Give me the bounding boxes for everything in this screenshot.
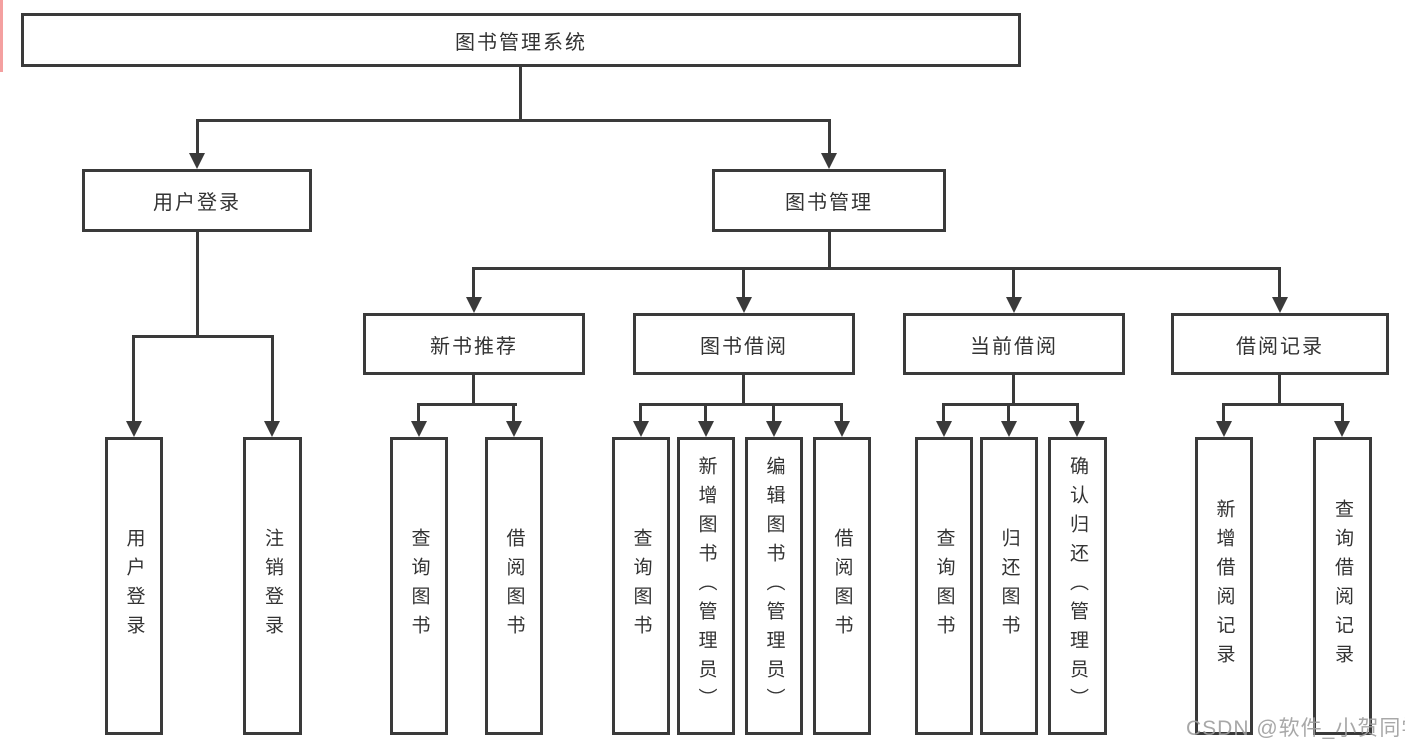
leaf-return-book: 归还图书 <box>980 437 1038 735</box>
connector-line <box>196 119 199 155</box>
connector-line <box>417 403 420 423</box>
leaf-edit-book-admin: 编辑图书（管理员） <box>745 437 803 735</box>
leaf-edit-book-admin-label: 编辑图书（管理员） <box>763 455 785 717</box>
arrowhead-down-icon <box>698 421 714 437</box>
connector-line <box>196 232 199 338</box>
arrowhead-down-icon <box>821 153 837 169</box>
connector-line <box>639 403 843 406</box>
connector-line <box>472 267 1281 270</box>
node-root: 图书管理系统 <box>21 13 1021 67</box>
leaf-query-book-2: 查询图书 <box>612 437 670 735</box>
node-book-borrow-label: 图书借阅 <box>700 335 788 358</box>
leaf-user-login: 用户登录 <box>105 437 163 735</box>
leaf-query-book-1-label: 查询图书 <box>408 528 430 644</box>
connector-line <box>942 403 945 423</box>
node-borrow-record: 借阅记录 <box>1171 313 1389 375</box>
arrowhead-down-icon <box>736 297 752 313</box>
connector-line <box>519 67 522 119</box>
leaf-query-book-3-label: 查询图书 <box>933 528 955 644</box>
leaf-confirm-return-admin-label: 确认归还（管理员） <box>1067 455 1088 717</box>
connector-line <box>132 335 135 423</box>
connector-line <box>639 403 642 423</box>
node-current-borrow: 当前借阅 <box>903 313 1125 375</box>
connector-line <box>742 375 745 406</box>
connector-line <box>828 119 831 155</box>
leaf-add-borrow-record-label: 新增借阅记录 <box>1213 499 1235 673</box>
connector-line <box>942 403 1079 406</box>
arrowhead-down-icon <box>834 421 850 437</box>
leaf-confirm-return-admin: 确认归还（管理员） <box>1048 437 1107 735</box>
arrowhead-down-icon <box>1001 421 1017 437</box>
arrowhead-down-icon <box>936 421 952 437</box>
leaf-user-login-label: 用户登录 <box>123 528 145 644</box>
connector-line <box>1222 403 1225 423</box>
csdn-watermark: CSDN @软件_小贺同学 <box>1186 717 1405 740</box>
connector-line <box>271 335 274 423</box>
node-borrow-record-label: 借阅记录 <box>1236 335 1324 358</box>
leaf-borrow-book-1-label: 借阅图书 <box>503 528 525 644</box>
arrowhead-down-icon <box>1334 421 1350 437</box>
connector-line <box>704 403 707 423</box>
arrowhead-down-icon <box>411 421 427 437</box>
left-edge-artifact-line <box>0 0 3 72</box>
node-current-borrow-label: 当前借阅 <box>970 335 1058 358</box>
connector-line <box>472 375 475 406</box>
arrowhead-down-icon <box>126 421 142 437</box>
node-book-management-label: 图书管理 <box>785 192 873 214</box>
connector-line <box>1076 403 1079 423</box>
connector-line <box>1341 403 1344 423</box>
arrowhead-down-icon <box>633 421 649 437</box>
leaf-query-book-1: 查询图书 <box>390 437 448 735</box>
connector-line <box>840 403 843 423</box>
leaf-add-borrow-record: 新增借阅记录 <box>1195 437 1253 735</box>
node-book-management: 图书管理 <box>712 169 946 232</box>
leaf-query-borrow-record-label: 查询借阅记录 <box>1332 499 1353 673</box>
arrowhead-down-icon <box>264 421 280 437</box>
node-new-book-recommend: 新书推荐 <box>363 313 585 375</box>
connector-line <box>512 403 515 423</box>
arrowhead-down-icon <box>1006 297 1022 313</box>
leaf-query-book-3: 查询图书 <box>915 437 973 735</box>
node-user-login: 用户登录 <box>82 169 312 232</box>
arrowhead-down-icon <box>1272 297 1288 313</box>
leaf-borrow-book-1: 借阅图书 <box>485 437 543 735</box>
connector-line <box>472 267 475 299</box>
leaf-return-book-label: 归还图书 <box>998 528 1020 644</box>
leaf-logout-label: 注销登录 <box>262 528 283 644</box>
leaf-query-book-2-label: 查询图书 <box>630 528 652 644</box>
connector-line <box>1012 375 1015 406</box>
leaf-add-book-admin: 新增图书（管理员） <box>677 437 735 735</box>
connector-line <box>1007 403 1010 423</box>
node-book-borrow: 图书借阅 <box>633 313 855 375</box>
arrowhead-down-icon <box>1216 421 1232 437</box>
connector-line <box>132 335 274 338</box>
connector-line <box>742 267 745 299</box>
node-new-book-recommend-label: 新书推荐 <box>430 335 518 358</box>
arrowhead-down-icon <box>766 421 782 437</box>
arrowhead-down-icon <box>466 297 482 313</box>
leaf-borrow-book-2: 借阅图书 <box>813 437 871 735</box>
connector-line <box>417 403 517 406</box>
node-user-login-label: 用户登录 <box>153 192 241 214</box>
connector-line <box>196 119 831 122</box>
node-root-label: 图书管理系统 <box>455 31 587 54</box>
connector-line <box>1278 267 1281 299</box>
arrowhead-down-icon <box>506 421 522 437</box>
connector-line <box>828 232 831 270</box>
connector-line <box>1012 267 1015 299</box>
leaf-query-borrow-record: 查询借阅记录 <box>1313 437 1372 735</box>
leaf-logout: 注销登录 <box>243 437 302 735</box>
connector-line <box>1278 375 1281 406</box>
leaf-add-book-admin-label: 新增图书（管理员） <box>695 455 717 717</box>
connector-line <box>1222 403 1344 406</box>
arrowhead-down-icon <box>1069 421 1085 437</box>
connector-line <box>772 403 775 423</box>
arrowhead-down-icon <box>189 153 205 169</box>
leaf-borrow-book-2-label: 借阅图书 <box>831 528 853 644</box>
